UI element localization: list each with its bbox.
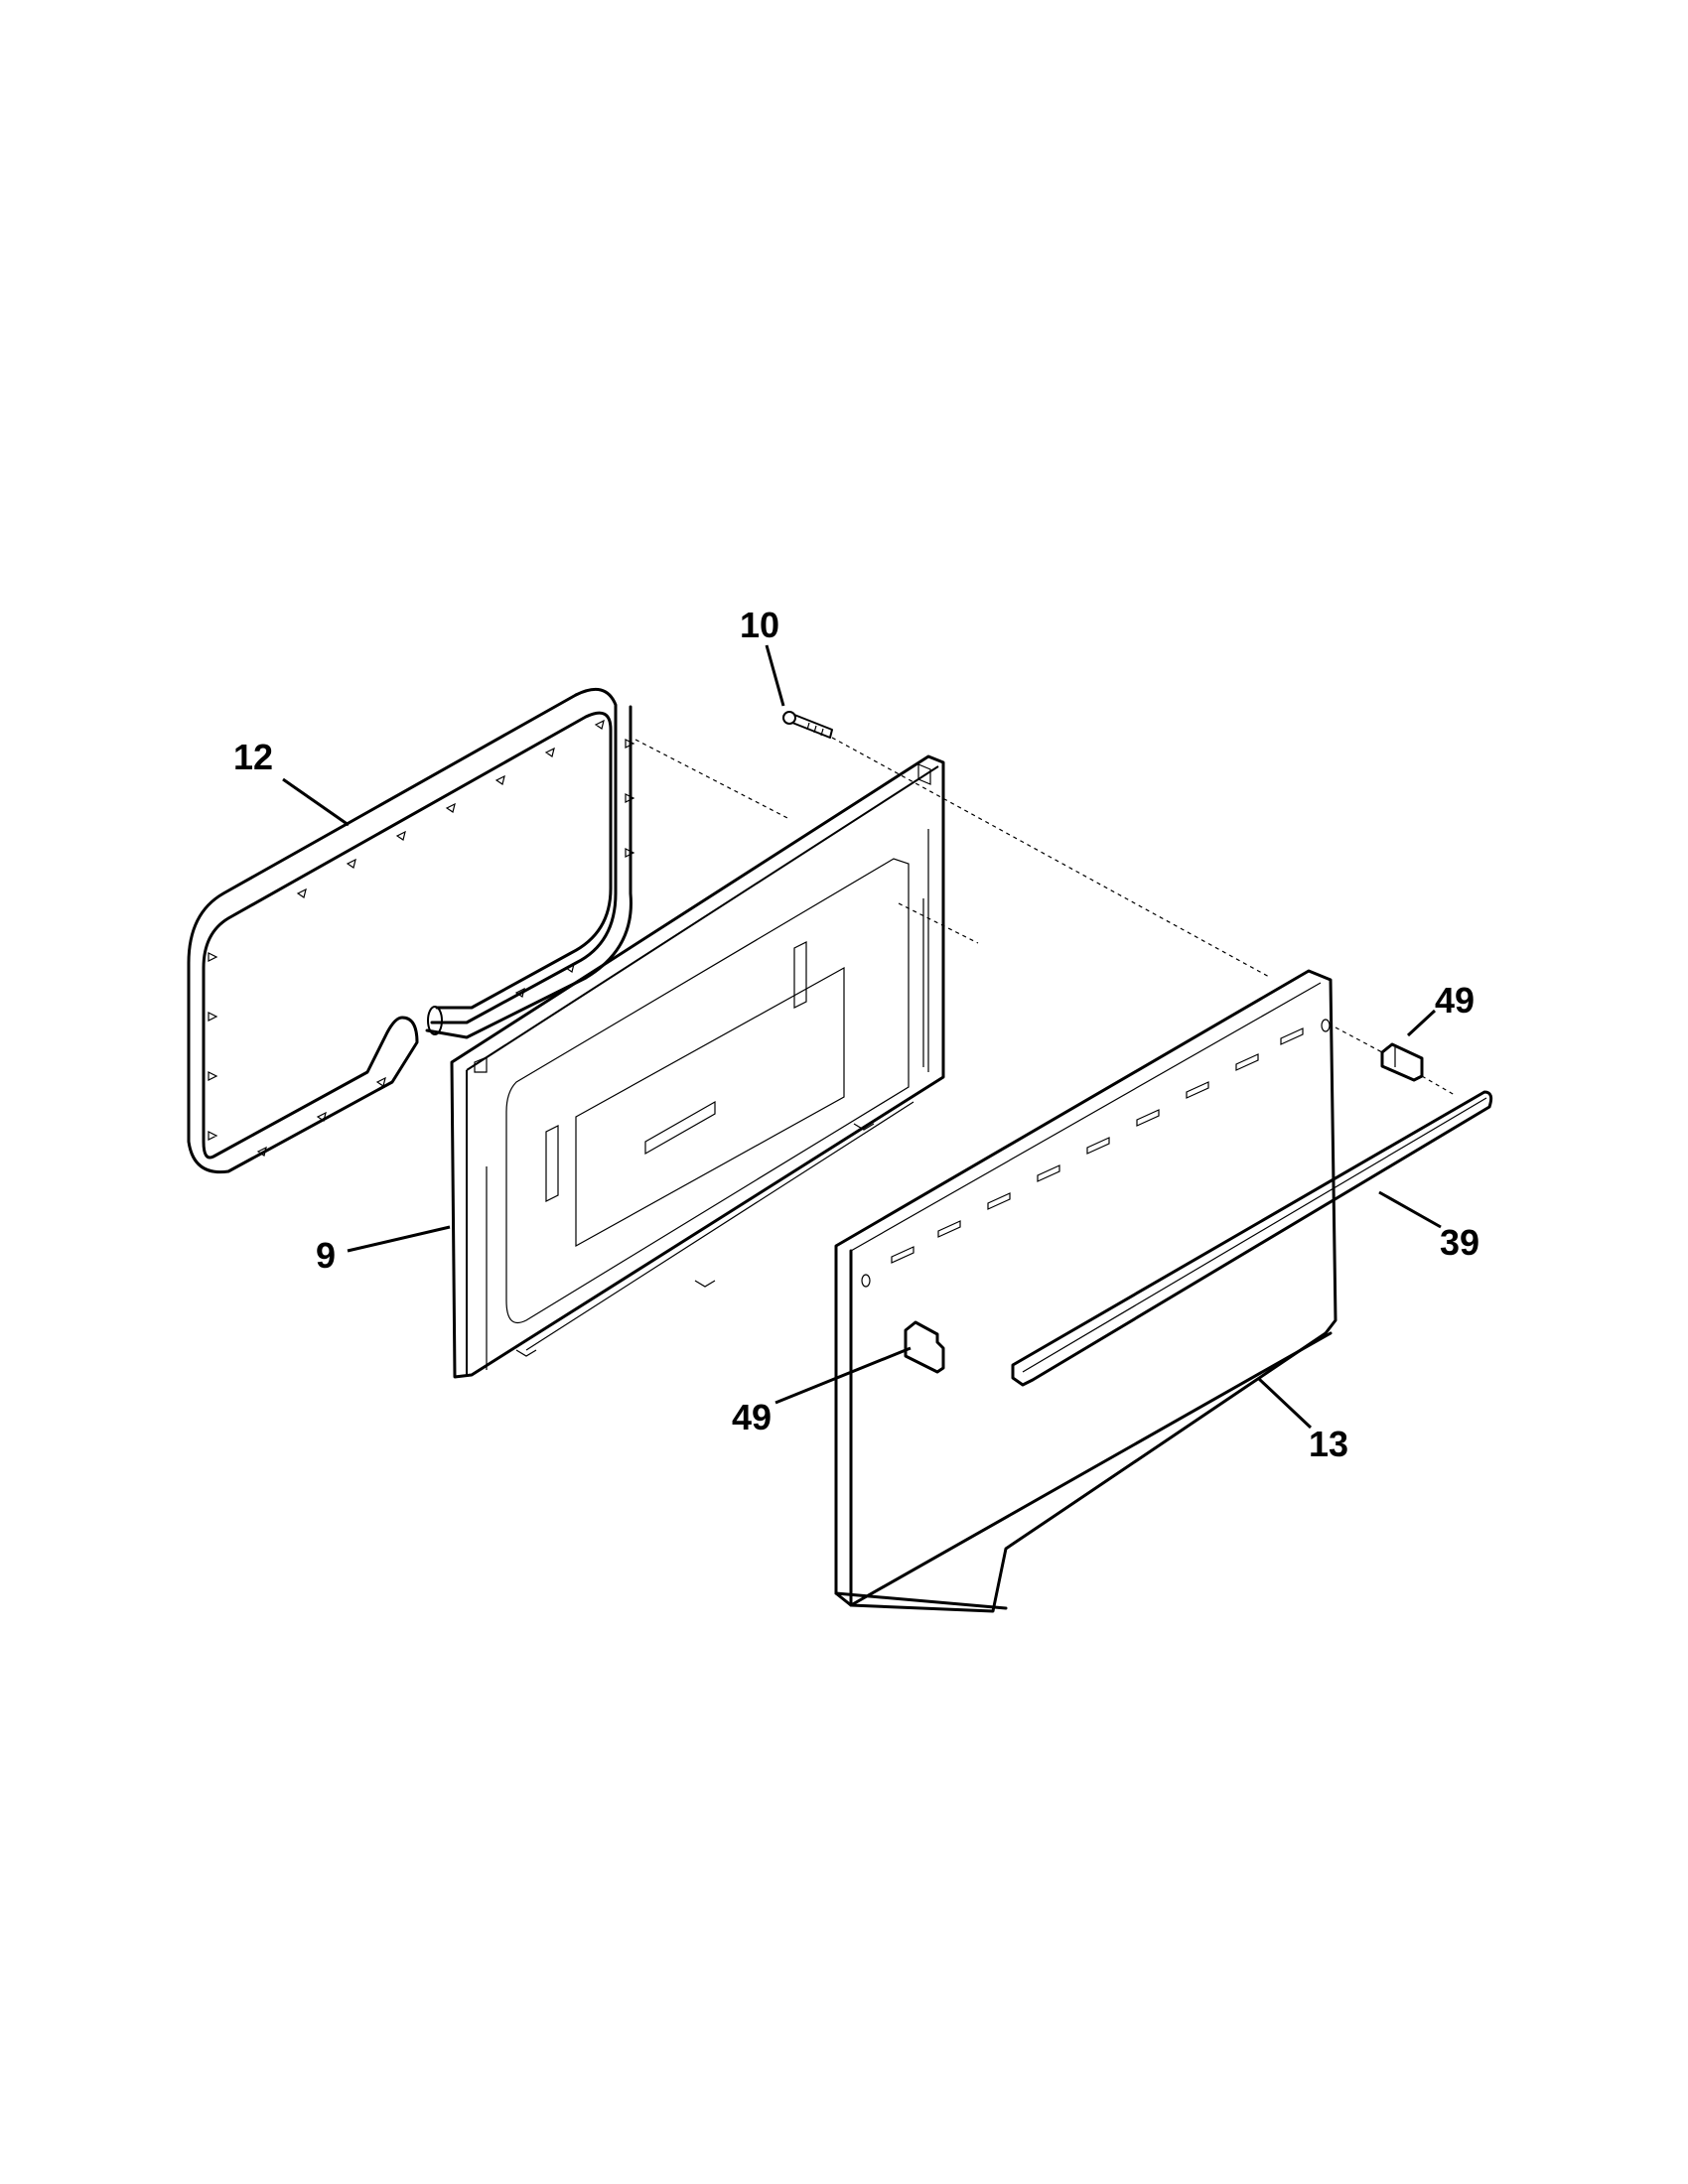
- callout-12: 12: [233, 737, 273, 777]
- leader-lines: [282, 644, 1442, 1430]
- callout-49-right: 49: [1435, 980, 1475, 1021]
- door-handle: [1011, 1090, 1493, 1387]
- inner-door-liner: [450, 754, 945, 1379]
- screw: [782, 711, 833, 739]
- callout-13: 13: [1309, 1424, 1348, 1464]
- handle-bracket-left: [904, 1320, 945, 1374]
- vent-slots: [891, 1027, 1304, 1264]
- alignment-lines: [634, 737, 1456, 1096]
- gasket-clips: [208, 719, 635, 1157]
- outer-door-panel: [834, 969, 1337, 1613]
- callout-10: 10: [740, 605, 779, 645]
- handle-bracket-right: [1380, 1042, 1424, 1082]
- callout-9: 9: [316, 1235, 336, 1276]
- callout-39: 39: [1440, 1222, 1479, 1263]
- callout-49-left: 49: [732, 1397, 772, 1437]
